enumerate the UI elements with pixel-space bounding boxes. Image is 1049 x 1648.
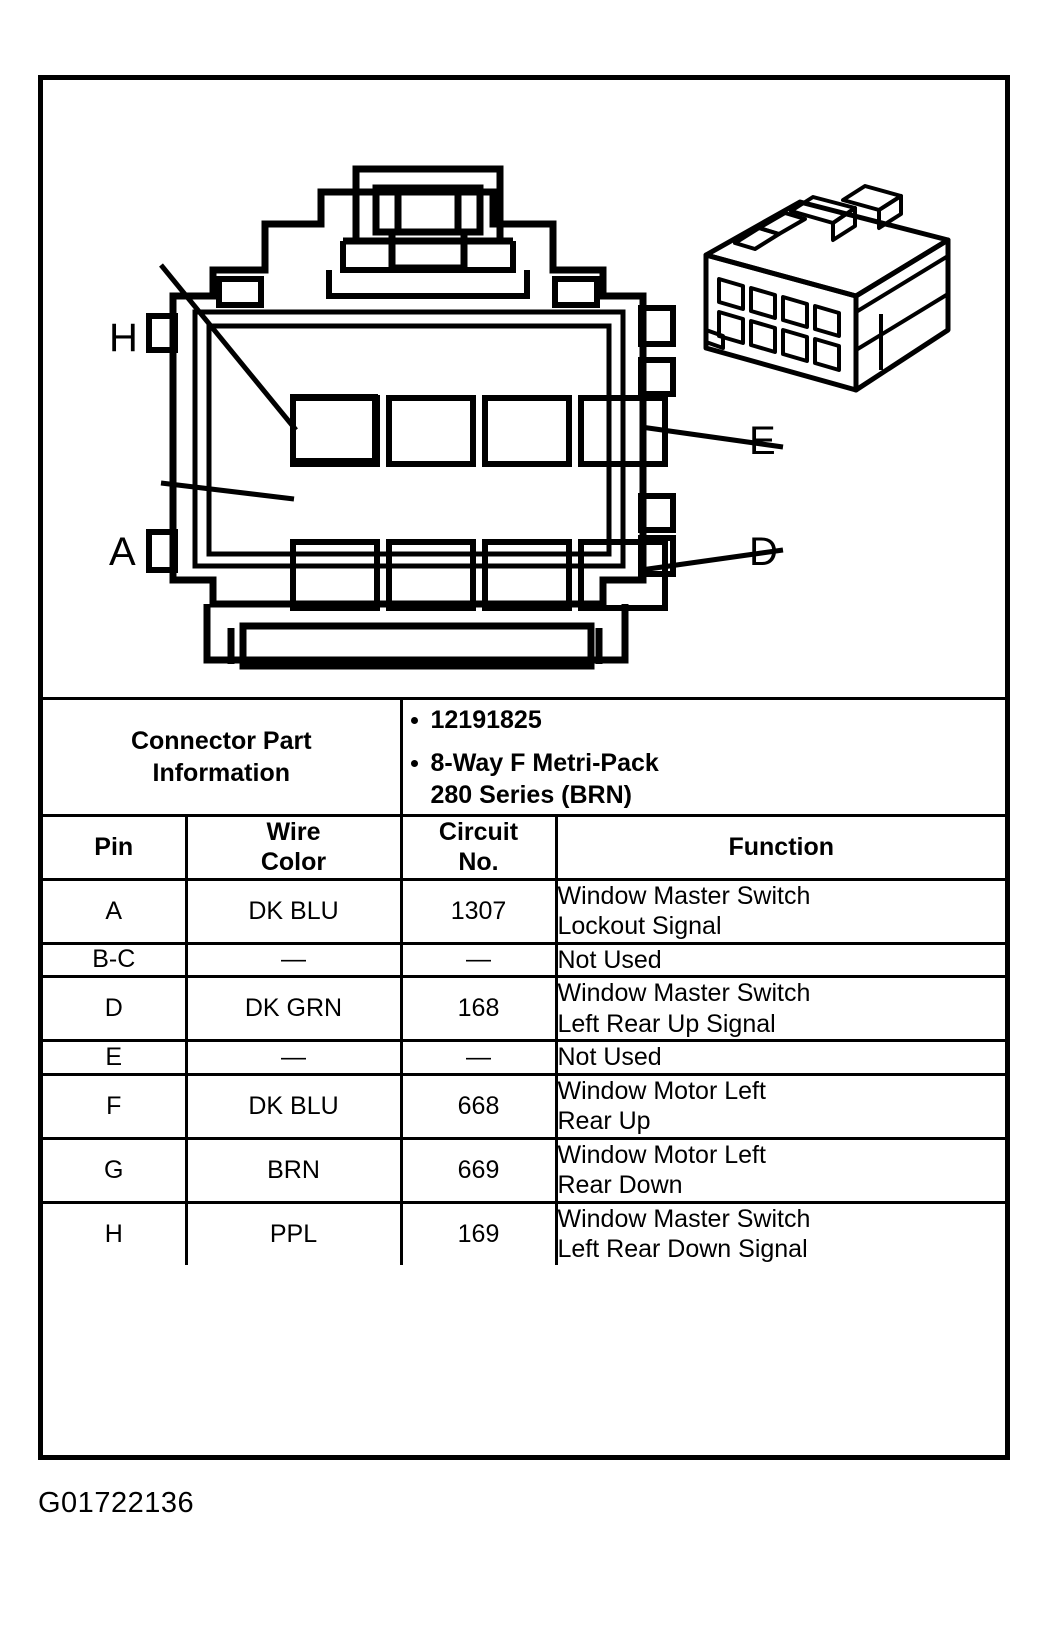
connector-isometric-view (703, 184, 951, 393)
cell-circuit-no: — (399, 941, 558, 978)
pin-label-h: H (109, 316, 138, 360)
cell-wire-color: — (184, 1039, 403, 1076)
cell-wire-color: — (184, 941, 403, 978)
table-header-row: Pin Wire Color Circuit No. Function (43, 813, 1005, 881)
pin-label-a: A (109, 530, 136, 574)
cell-function-line-2: Lockout Signal (557, 912, 722, 940)
cell-function-line-1: Window Master Switch (557, 881, 811, 910)
cavity-row-bottom-group (290, 539, 668, 611)
cell-circuit-no: — (399, 1039, 558, 1076)
header-wire-color: Wire Color (184, 813, 403, 881)
part-info-values-cell: 12191825 8-Way F Metri-Pack 280 Series (… (399, 697, 1006, 817)
cell-wire-color: DK BLU (184, 1072, 403, 1140)
part-number-text: 12191825 (430, 706, 542, 734)
pin-label-e: E (749, 419, 776, 463)
leader-line-e (640, 424, 784, 450)
header-circuit-no-line-2: No. (458, 848, 499, 876)
cell-function-line-1: Window Master Switch (557, 1204, 811, 1233)
connector-front-view (169, 188, 647, 608)
cell-circuit-no: 669 (399, 1136, 558, 1204)
connector-inner-wall (192, 309, 626, 569)
cell-wire-color: DK GRN (184, 975, 403, 1042)
part-info-label-line-1: Connector Part (130, 726, 312, 755)
cell-wire-color: DK BLU (184, 877, 403, 945)
table-row: G BRN 669 Window Motor Left Rear Down (43, 1136, 1005, 1204)
cell-function: Not Used (554, 941, 1005, 978)
connector-right-keys (638, 305, 676, 577)
cavity-row-top (290, 394, 378, 464)
leader-line-a (160, 480, 295, 502)
table-row: E — — Not Used (43, 1039, 1005, 1076)
connector-top-notches (216, 276, 600, 308)
cavity-top-1 (290, 394, 378, 464)
leader-line-d (640, 547, 784, 573)
pin-label-d: D (749, 530, 778, 574)
cell-pin: E (43, 1039, 188, 1076)
figure-caption: G01722136 (38, 1487, 195, 1519)
cell-pin: H (43, 1200, 188, 1265)
connector-drawing (146, 165, 951, 670)
cell-function: Window Master Switch Left Rear Up Signal (554, 975, 1005, 1042)
cell-circuit-no: 168 (399, 975, 558, 1042)
cell-pin: A (43, 877, 188, 945)
part-info-row: Connector Part Information 12191825 8-Wa… (43, 697, 1006, 817)
cell-function-line-1: Window Motor Left (557, 1140, 766, 1169)
figure-frame: H A E D Connector Part Information (38, 75, 1010, 1460)
table-row: H PPL 169 Window Master Switch Left Rear… (43, 1200, 1005, 1265)
cell-function: Window Master Switch Lockout Signal (554, 877, 1005, 945)
cell-function: Window Motor Left Rear Down (554, 1136, 1005, 1204)
series-text-line-2: 280 Series (BRN) (430, 781, 632, 809)
cell-function-line-2: Rear Up (557, 1107, 651, 1135)
header-wire-color-line-1: Wire (266, 817, 321, 846)
connector-illustration: H A E D (43, 80, 1005, 697)
header-function-text: Function (728, 832, 835, 861)
iso-cavity-grid (717, 277, 841, 372)
cell-function-line-2: Left Rear Down Signal (557, 1235, 808, 1263)
header-function: Function (554, 813, 1005, 881)
header-pin: Pin (43, 813, 188, 881)
cell-circuit-no: 668 (399, 1072, 558, 1140)
cell-wire-color: BRN (184, 1136, 403, 1204)
cell-function: Window Master Switch Left Rear Down Sign… (554, 1200, 1005, 1265)
header-circuit-no-line-1: Circuit (438, 817, 519, 846)
table-row: B-C — — Not Used (43, 941, 1005, 978)
part-info-label-line-2: Information (152, 758, 291, 787)
connector-latch (343, 165, 513, 272)
header-wire-color-line-2: Color (260, 848, 327, 876)
iso-latch (733, 184, 903, 251)
cell-pin: B-C (43, 941, 188, 978)
leader-line-h (159, 263, 298, 432)
header-pin-text: Pin (94, 832, 134, 861)
cell-pin: G (43, 1136, 188, 1204)
series-text-line-1: 8-Way F Metri-Pack (430, 748, 659, 777)
cell-function-line-1: Window Master Switch (557, 979, 811, 1007)
part-info-value-part-number: 12191825 (410, 704, 1006, 737)
cell-function-line-2: Rear Down (557, 1171, 683, 1199)
connector-left-keys (146, 313, 178, 573)
table-row: A DK BLU 1307 Window Master Switch Locko… (43, 877, 1005, 945)
connector-bottom-skirt (203, 604, 629, 670)
cell-function-line-2: Left Rear Up Signal (557, 1009, 776, 1038)
table-row: F DK BLU 668 Window Motor Left Rear Up (43, 1072, 1005, 1140)
part-info-label-cell: Connector Part Information (43, 697, 403, 817)
header-circuit-no: Circuit No. (399, 813, 558, 881)
cell-circuit-no: 169 (399, 1200, 558, 1265)
connector-pinout-table: Connector Part Information 12191825 8-Wa… (43, 697, 1005, 1265)
iso-side-rail (854, 254, 950, 370)
table-row: D DK GRN 168 Window Master Switch Left R… (43, 975, 1005, 1042)
cell-function-line-1: Window Motor Left (557, 1076, 766, 1105)
leader-lines (159, 263, 784, 573)
part-info-value-series: 8-Way F Metri-Pack 280 Series (BRN) (410, 747, 1006, 812)
cell-wire-color: PPL (184, 1200, 403, 1265)
cell-function: Window Motor Left Rear Up (554, 1072, 1005, 1140)
cell-pin: D (43, 975, 188, 1042)
cell-function: Not Used (554, 1039, 1005, 1076)
connector-latch-shoulders (326, 241, 530, 299)
cell-circuit-no: 1307 (399, 877, 558, 945)
cell-pin: F (43, 1072, 188, 1140)
